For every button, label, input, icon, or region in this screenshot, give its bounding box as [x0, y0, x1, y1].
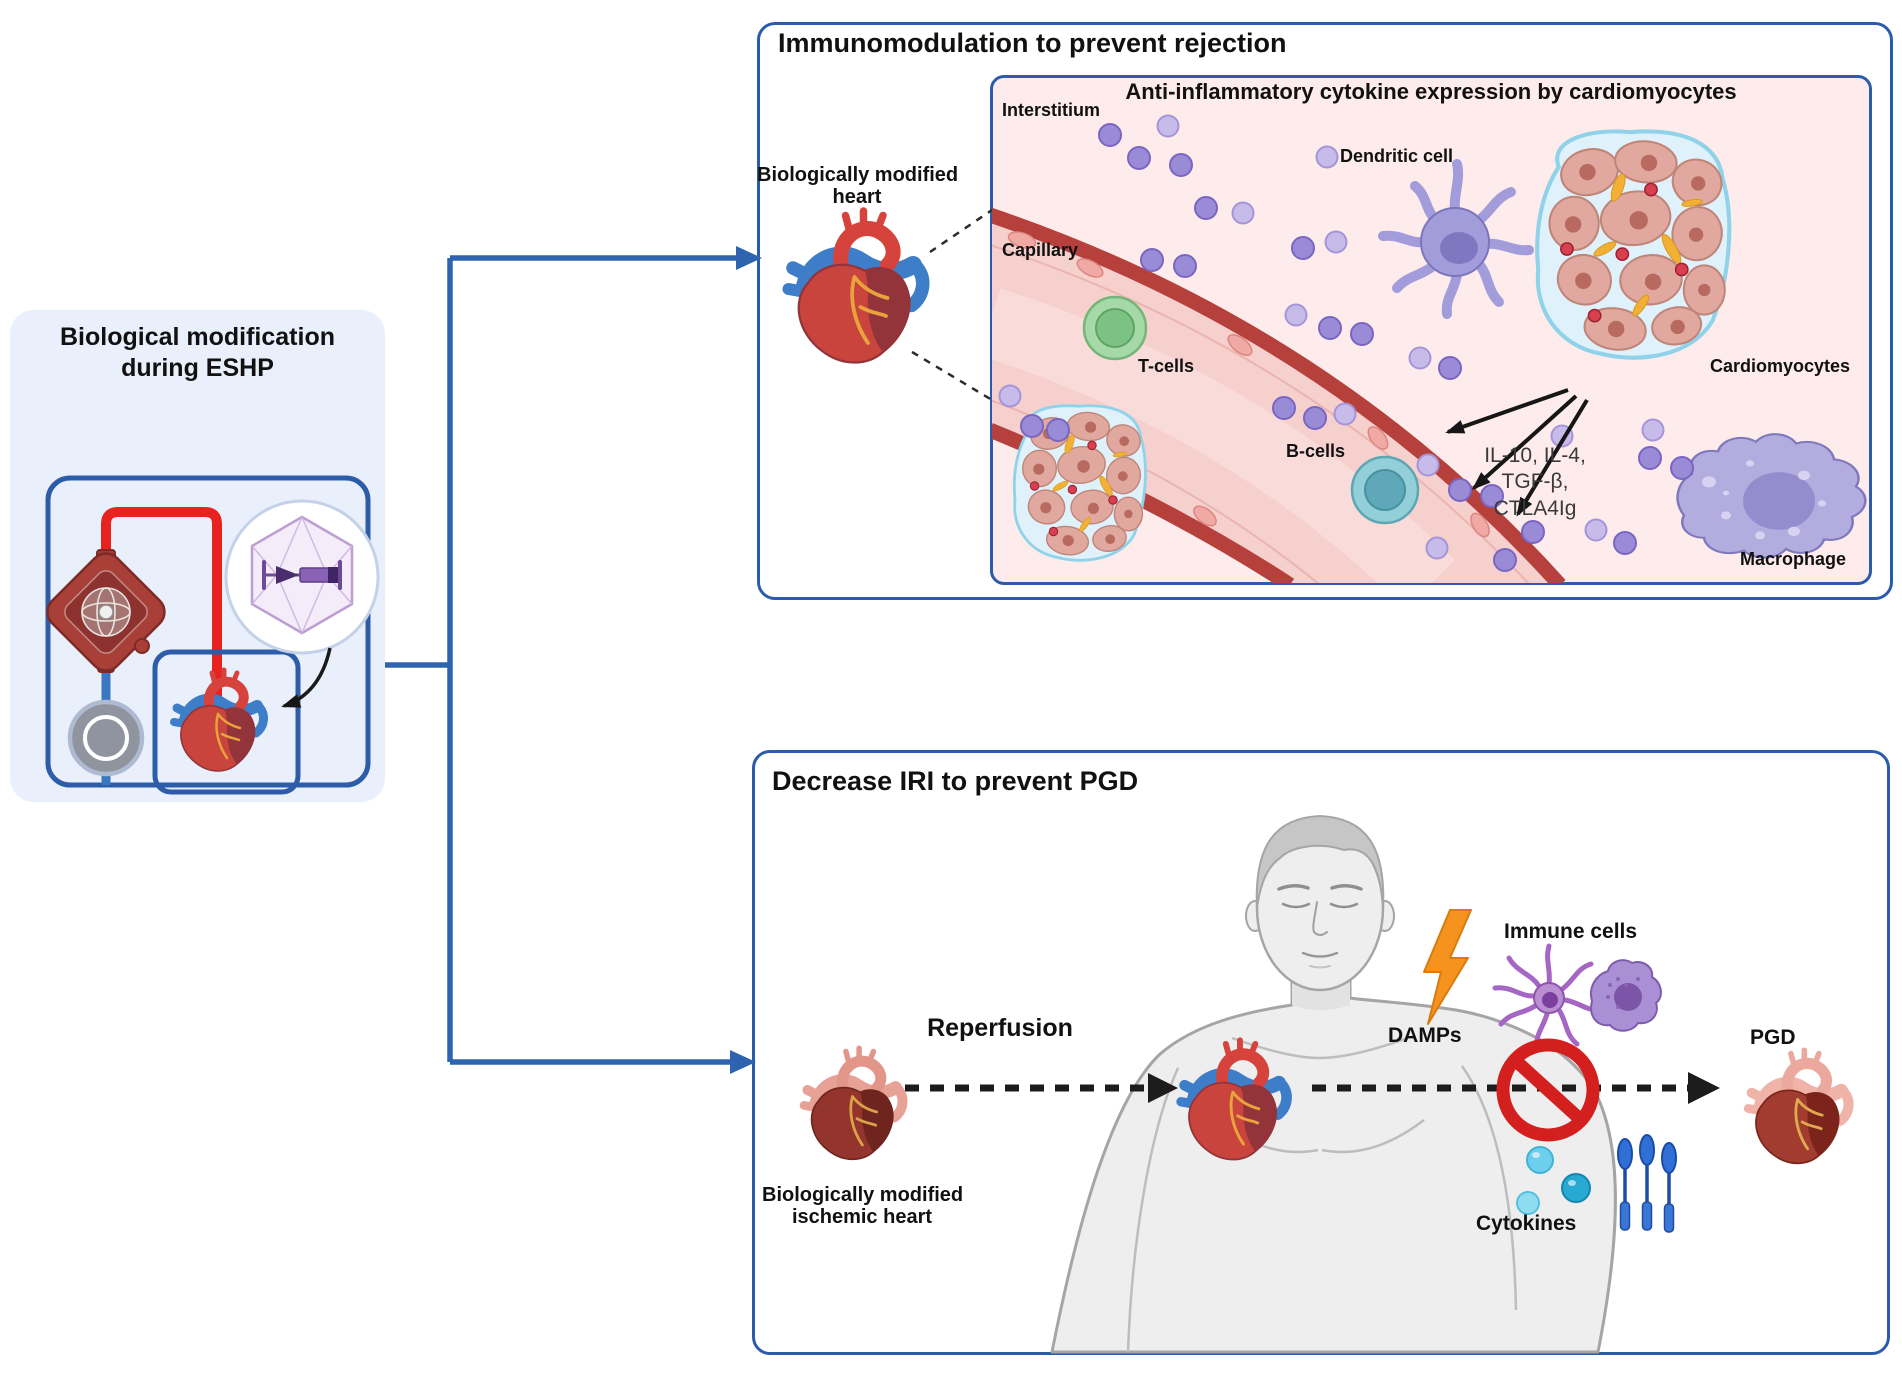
- cytokine-list-label: IL-10, IL-4, TGF-β, CTLA4Ig: [1484, 444, 1586, 520]
- macrophage-label: Macrophage: [1740, 549, 1847, 569]
- b-cells-label: B-cells: [1286, 441, 1346, 461]
- decrease-iri-panel: [752, 750, 1890, 1355]
- reperfusion-label: Reperfusion: [927, 1014, 1073, 1042]
- ischemic-heart-label: Biologically modified ischemic heart: [762, 1184, 964, 1229]
- decrease-iri-title: Decrease IRI to prevent PGD: [772, 766, 1139, 796]
- capillary-label: Capillary: [1002, 240, 1079, 260]
- cytokines-label: Cytokines: [1476, 1212, 1577, 1235]
- cardiomyocytes-label: Cardiomyocytes: [1710, 356, 1851, 376]
- modified-heart-label: Biologically modified heart: [757, 164, 959, 209]
- dendritic-cell-label: Dendritic cell: [1340, 146, 1454, 166]
- left-panel: [10, 310, 385, 802]
- damps-label: DAMPs: [1388, 1024, 1462, 1047]
- pgd-label: PGD: [1750, 1026, 1796, 1049]
- connector-arrows: [385, 246, 762, 1074]
- immune-cells-label: Immune cells: [1504, 920, 1638, 943]
- immunomodulation-title: Immunomodulation to prevent rejection: [778, 28, 1287, 58]
- inner-panel-title: Anti-inflammatory cytokine expression by…: [1125, 79, 1737, 104]
- t-cells-label: T-cells: [1138, 356, 1195, 376]
- interstitium-label: Interstitium: [1002, 100, 1101, 120]
- left-panel-title: Biological modification during ESHP: [59, 323, 335, 382]
